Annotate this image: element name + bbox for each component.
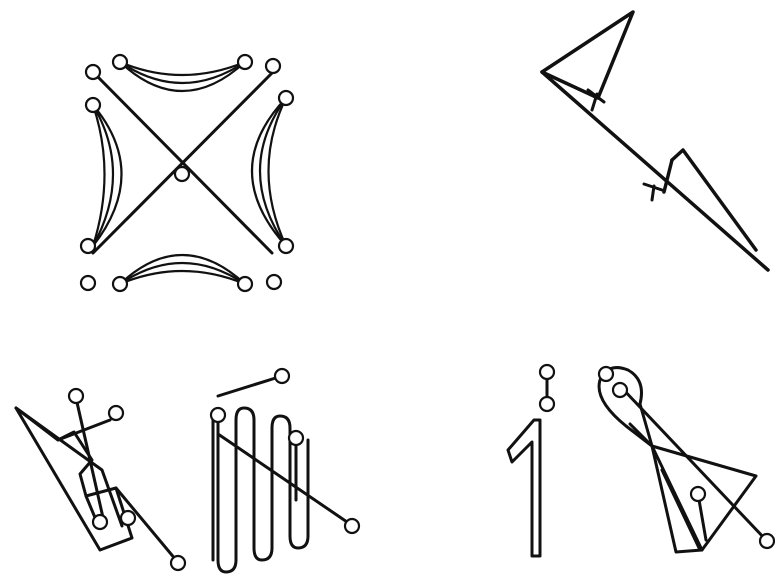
sigil-meander-loops (211, 369, 359, 572)
sigil-slanted-frame (16, 389, 185, 570)
sigil-loop-triangle (599, 367, 774, 552)
sigil-quadrant-crossed-arcs (81, 55, 293, 291)
sigil-zigzag-triangles (542, 12, 768, 270)
sigil-hook-stroke (508, 365, 554, 556)
